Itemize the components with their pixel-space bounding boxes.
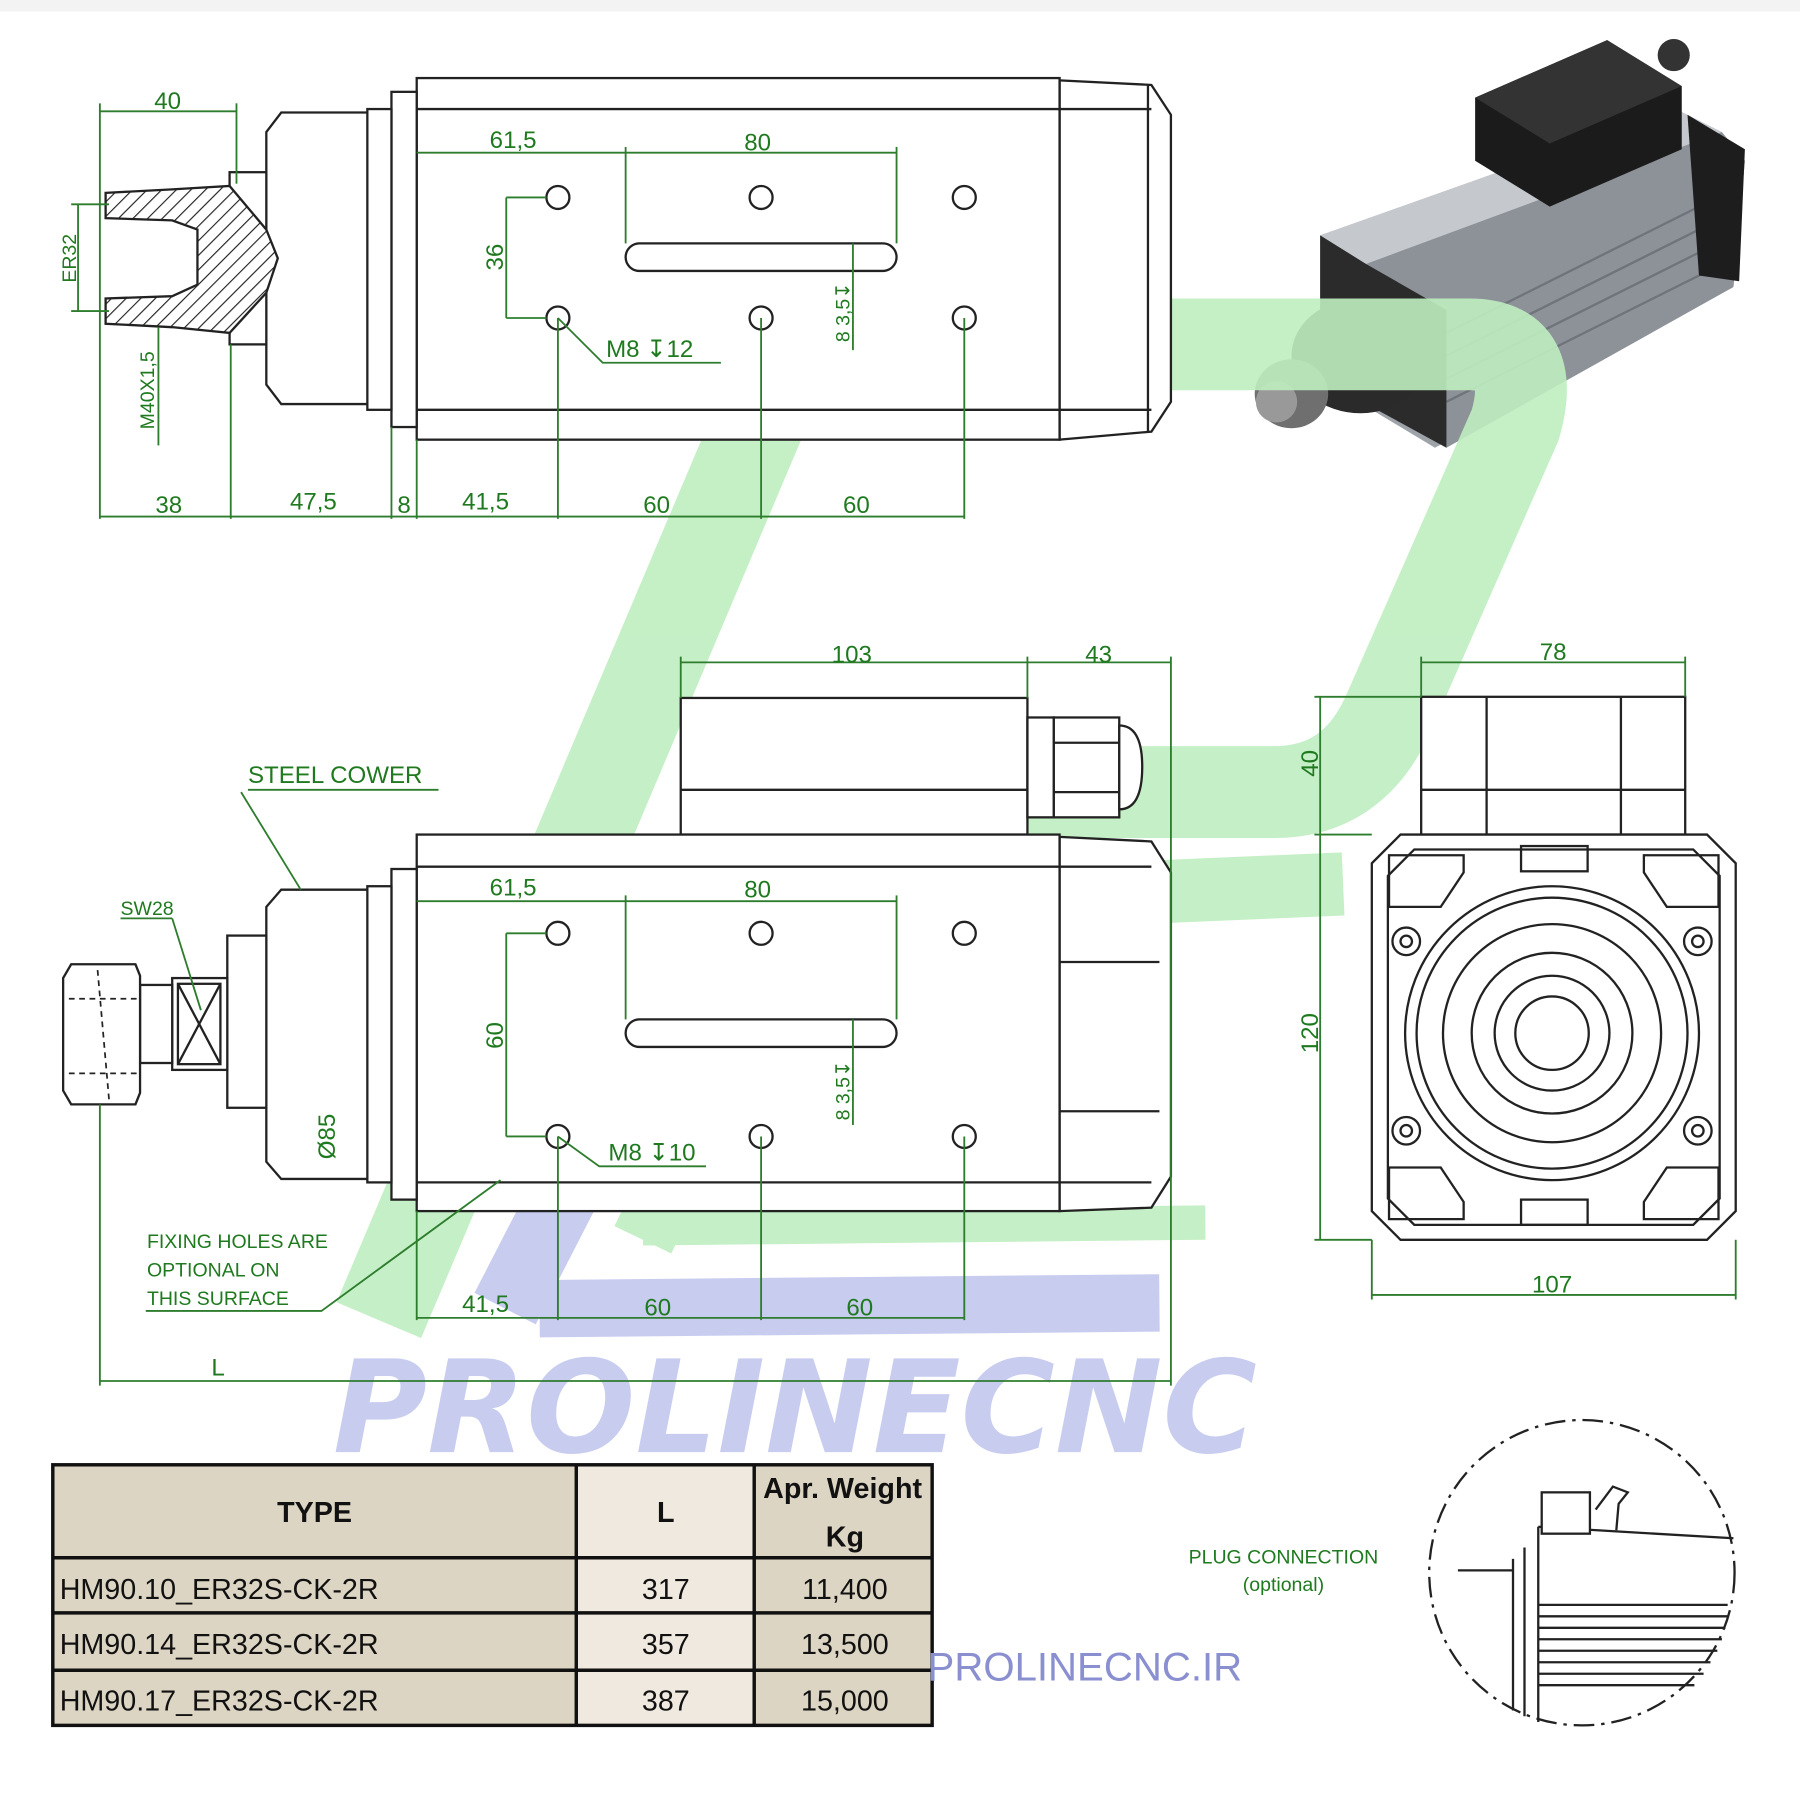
- table-row: HM90.14_ER32S-CK-2R 357 13,500: [60, 1629, 889, 1661]
- watermark-url: PROLINECNC.IR: [928, 1645, 1243, 1690]
- plug-connection-title: PLUG CONNECTION: [1189, 1547, 1379, 1569]
- cell-weight: 15,000: [801, 1685, 889, 1717]
- dim-40: 40: [1297, 750, 1324, 777]
- side-view: 103 43 STEEL COWER SW28 Ø85 61,5 80 60 M…: [61, 641, 1173, 1386]
- header-type: TYPE: [277, 1497, 352, 1529]
- watermark-logo-text: PROLINECNC: [333, 1334, 1257, 1483]
- fixing-note-line: THIS SURFACE: [147, 1288, 289, 1310]
- cell-type: HM90.14_ER32S-CK-2R: [60, 1629, 379, 1661]
- front-view: 78 40 120 107: [1297, 639, 1737, 1300]
- dim-61-5: 61,5: [490, 874, 537, 901]
- cell-l: 317: [642, 1574, 690, 1606]
- dim-43: 43: [1085, 641, 1112, 668]
- hole-note: M8 ↧12: [606, 336, 693, 363]
- header-l: L: [657, 1497, 675, 1529]
- thread-label: M40X1,5: [137, 351, 159, 429]
- dim-60: 60: [843, 492, 870, 519]
- dim-107: 107: [1532, 1272, 1572, 1299]
- slot-note: 8 3,5↧: [832, 1061, 854, 1121]
- er32-label: ER32: [59, 234, 81, 283]
- dim-80: 80: [744, 129, 771, 156]
- dim-41-5: 41,5: [462, 1291, 509, 1318]
- fixing-note-line: OPTIONAL ON: [147, 1260, 280, 1282]
- hole-note: M8 ↧10: [608, 1140, 695, 1167]
- dim-80: 80: [744, 877, 771, 904]
- dim-36: 36: [482, 244, 509, 271]
- dim-103: 103: [832, 641, 872, 668]
- dim-61-5: 61,5: [490, 127, 537, 154]
- table-row: HM90.10_ER32S-CK-2R 317 11,400: [60, 1574, 888, 1606]
- dim-38: 38: [155, 492, 182, 519]
- dim-41-5: 41,5: [462, 489, 509, 516]
- steel-cover-label: STEEL COWER: [248, 762, 422, 789]
- cell-weight: 13,500: [801, 1629, 889, 1661]
- top-view: 40 ER32 M40X1,5 38 47,5 8 41,5 60 60 61,…: [59, 76, 1173, 519]
- fixing-note-line: FIXING HOLES ARE: [147, 1231, 328, 1253]
- dim-120: 120: [1297, 1013, 1324, 1053]
- cell-type: HM90.17_ER32S-CK-2R: [60, 1685, 379, 1717]
- cell-l: 357: [642, 1629, 690, 1661]
- sw28-label: SW28: [121, 898, 174, 920]
- slot-note: 8 3,5↧: [832, 282, 854, 342]
- spec-table: TYPE L Apr. Weight Kg HM90.10_ER32S-CK-2…: [51, 1463, 934, 1728]
- table-row: HM90.17_ER32S-CK-2R 387 15,000: [60, 1685, 889, 1717]
- dim-60: 60: [643, 492, 670, 519]
- slot: [624, 242, 898, 273]
- header-weight: Apr. Weight: [763, 1473, 922, 1505]
- cell-l: 387: [642, 1685, 690, 1717]
- diameter-85: Ø85: [314, 1114, 341, 1160]
- plug-detail: PLUG CONNECTION (optional): [1189, 1418, 1736, 1727]
- dim-60: 60: [846, 1295, 873, 1322]
- collet-nut: [61, 963, 142, 1106]
- dim-8: 8: [397, 492, 410, 519]
- dim-78: 78: [1540, 639, 1567, 666]
- dim-40: 40: [154, 88, 181, 115]
- dim-60: 60: [644, 1295, 671, 1322]
- dim-47-5: 47,5: [290, 489, 337, 516]
- dim-L: L: [211, 1354, 224, 1381]
- cell-type: HM90.10_ER32S-CK-2R: [60, 1574, 379, 1606]
- header-kg: Kg: [826, 1521, 864, 1553]
- cell-weight: 11,400: [802, 1574, 888, 1606]
- top-bar: [0, 0, 1800, 12]
- dim-60-vertical: 60: [482, 1022, 509, 1049]
- plug-connection-subtitle: (optional): [1243, 1574, 1324, 1596]
